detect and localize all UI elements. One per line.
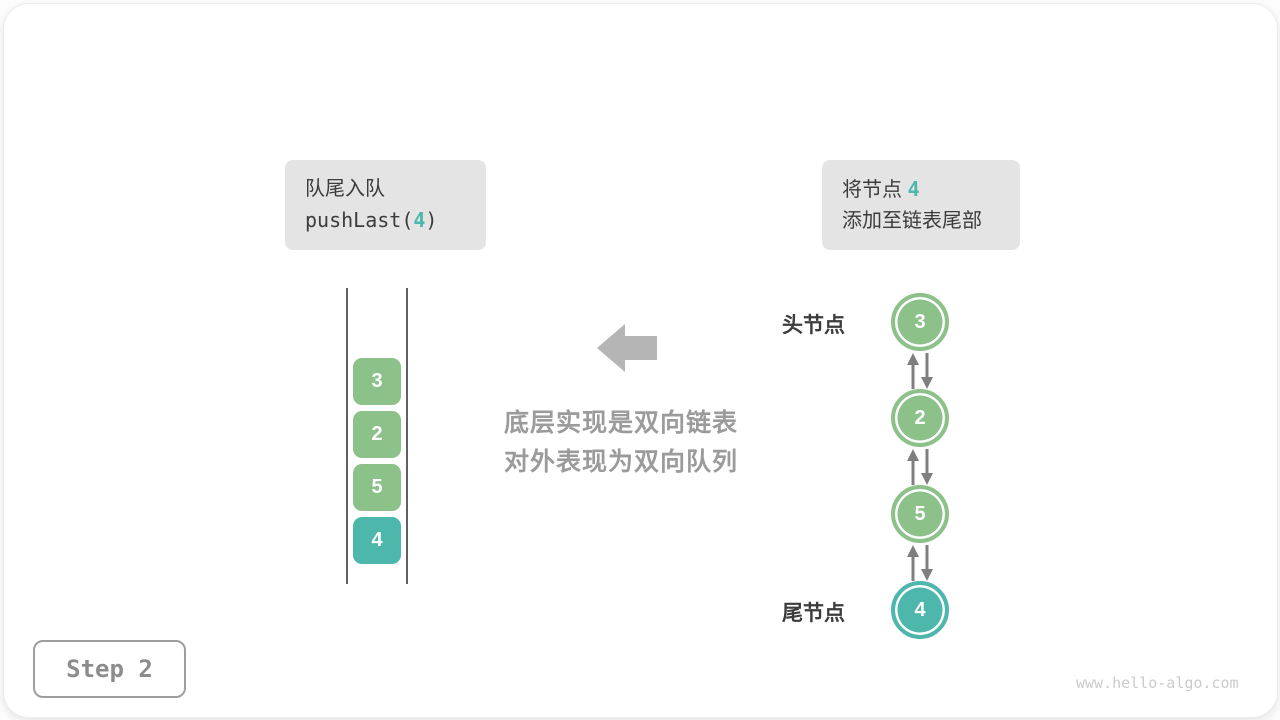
diagram-card: [3, 3, 1278, 718]
enqueue-code-arg: 4: [413, 208, 426, 232]
enqueue-code: pushLast(4): [305, 208, 438, 232]
caption-line2: 对外表现为双向队列: [503, 448, 738, 476]
list-node: 3: [891, 293, 949, 351]
note-line1: 将节点 4: [842, 176, 920, 201]
deque-container: 3 2 5 4: [346, 288, 408, 584]
caption-text: 底层实现是双向链表 对外表现为双向队列: [490, 404, 752, 482]
watermark-text: www.hello-algo.com: [1076, 674, 1239, 692]
note-node-value: 4: [907, 176, 920, 201]
queue-left-rail: [346, 288, 348, 584]
head-node-label: 头节点: [782, 314, 845, 337]
queue-item: 3: [353, 358, 401, 405]
enqueue-operation-label: 队尾入队 pushLast(4): [285, 160, 486, 250]
tail-node-label: 尾节点: [782, 602, 845, 625]
bidirectional-arrows-icon: [907, 449, 933, 485]
step-badge: Step 2: [33, 640, 186, 698]
list-node: 2: [891, 389, 949, 447]
enqueue-title: 队尾入队: [305, 178, 385, 200]
bidirectional-arrows-icon: [907, 353, 933, 389]
queue-right-rail: [406, 288, 408, 584]
note-label: 将节点 4 添加至链表尾部: [822, 160, 1020, 250]
list-node-new: 4: [891, 581, 949, 639]
note-line2: 添加至链表尾部: [842, 209, 982, 232]
queue-item-new: 4: [353, 517, 401, 564]
queue-item: 5: [353, 464, 401, 511]
caption-line1: 底层实现是双向链表: [503, 409, 738, 437]
left-block-arrow-icon: [597, 324, 657, 372]
list-node: 5: [891, 485, 949, 543]
queue-item: 2: [353, 411, 401, 458]
bidirectional-arrows-icon: [907, 545, 933, 581]
